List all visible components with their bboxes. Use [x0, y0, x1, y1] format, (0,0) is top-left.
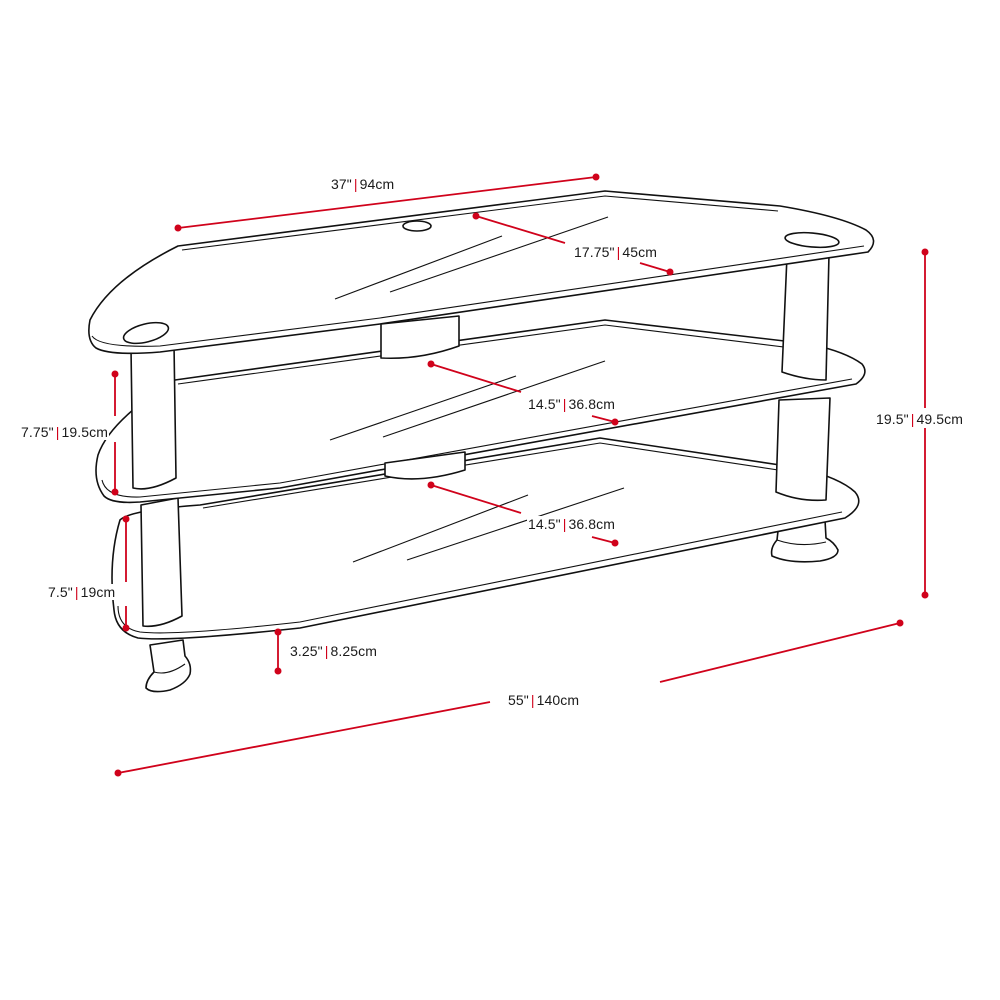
label-upper-clearance: 7.75"|19.5cm: [20, 424, 109, 440]
dimension-lines: [111, 173, 929, 777]
right-leg-upper: [781, 253, 830, 381]
right-leg-lower: [775, 397, 831, 502]
top-center-bracket: [380, 315, 460, 360]
cable-hole-left: [122, 321, 170, 345]
left-leg-upper: [130, 343, 177, 490]
dim-line-top-width: [177, 176, 597, 229]
top-shelf: [88, 190, 875, 490]
label-lower-clearance: 7.5"|19cm: [47, 584, 117, 600]
cable-hole-right: [784, 231, 840, 249]
middle-shelf: [95, 319, 866, 628]
label-floor-clearance: 3.25"|8.25cm: [289, 643, 378, 659]
right-back-foot: [770, 519, 839, 563]
middle-center-bracket: [384, 451, 466, 480]
dim-line-top-depth: [475, 215, 566, 244]
label-top-depth: 17.75"|45cm: [573, 244, 658, 260]
label-middle-depth: 14.5"|36.8cm: [527, 396, 616, 412]
label-overall-width: 55"|140cm: [507, 692, 581, 708]
top-shelf-glass: [88, 190, 875, 355]
dim-line-bottom-depth: [430, 484, 522, 514]
label-top-width: 37"|94cm: [330, 176, 396, 192]
dim-line-middle-depth: [430, 363, 522, 393]
left-leg-lower: [140, 497, 183, 628]
cable-hole-center: [402, 220, 432, 232]
bottom-shelf: [111, 437, 860, 693]
front-left-foot: [145, 639, 192, 693]
dim-line-overall-width: [117, 701, 491, 774]
label-bottom-depth: 14.5"|36.8cm: [527, 516, 616, 532]
label-overall-height: 19.5"|49.5cm: [875, 411, 964, 427]
bottom-shelf-glass: [111, 437, 860, 640]
